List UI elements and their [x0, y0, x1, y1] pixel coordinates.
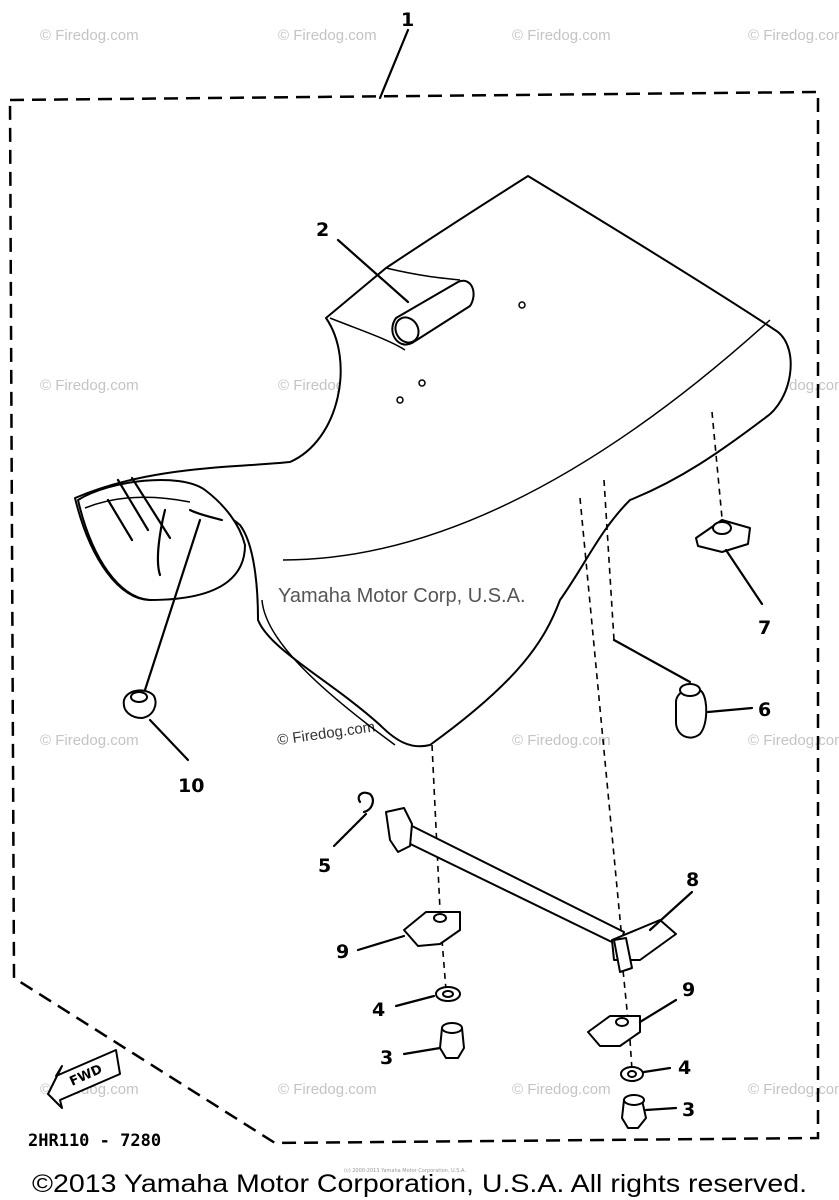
watermark: © Firedog.com	[512, 1081, 611, 1098]
pan-rib	[188, 508, 224, 522]
tiny-notice: (c) 2000-2013 Yamaha Motor Corporation, …	[344, 1168, 466, 1174]
callout-2: 2	[316, 219, 329, 241]
assembly-boundary	[8, 90, 820, 1145]
watermark: © Firedog.com	[748, 732, 839, 749]
seat-contour	[282, 319, 771, 561]
callout-9-right: 9	[682, 979, 695, 1001]
leader-line-6	[706, 706, 754, 714]
callout-3-right: 3	[682, 1099, 695, 1121]
watermark: © Firedog.com	[278, 1081, 377, 1098]
hidden-line-6	[603, 479, 615, 641]
part-9-bracket-right	[587, 1015, 641, 1047]
watermark-dark: © Firedog.com	[276, 718, 376, 749]
callout-9-left: 9	[336, 941, 349, 963]
leader-line-5	[332, 812, 368, 848]
part-9-bracket-left	[403, 911, 461, 947]
callout-4-left: 4	[372, 999, 385, 1021]
callout-6: 6	[758, 699, 771, 721]
watermark: © Firedog.com	[512, 732, 611, 749]
leader-line-3-right	[644, 1106, 678, 1112]
watermark: © Firedog.com	[40, 732, 139, 749]
part-7-nut	[695, 519, 751, 553]
callout-10: 10	[178, 775, 204, 797]
seat-side-edge	[261, 599, 396, 746]
leader-line-9-left	[356, 934, 406, 952]
part-4-washer-right	[620, 1066, 644, 1082]
hidden-line-left-mount	[431, 744, 441, 911]
part-4-washer-left	[435, 986, 461, 1002]
part-5-clip	[357, 791, 374, 814]
callout-7: 7	[758, 617, 771, 639]
seat-contour	[385, 267, 461, 281]
hidden-line-right-stack	[629, 1039, 633, 1071]
part-3-bolt-right	[621, 1094, 647, 1129]
callout-5: 5	[318, 855, 331, 877]
seat-body	[74, 175, 792, 748]
callout-8: 8	[686, 869, 699, 891]
mount-hole	[518, 301, 526, 309]
part-10-damper	[122, 689, 157, 719]
part-3-bolt-left	[439, 1022, 465, 1059]
fwd-arrow-icon: FWD	[47, 1049, 121, 1109]
seat-underside-pan	[77, 479, 246, 601]
part-6-damper	[675, 683, 708, 739]
diagram-part-number: 2HR110 - 7280	[28, 1131, 161, 1151]
leader-line-10	[143, 518, 202, 692]
hidden-line-7	[711, 411, 723, 519]
leader-line-6-trace	[612, 638, 692, 684]
watermark: © Firedog.com	[278, 27, 377, 44]
callout-1: 1	[401, 9, 414, 31]
mount-hole	[418, 379, 426, 387]
leader-line-8	[648, 890, 694, 932]
seat-assembly	[74, 175, 792, 748]
seat-strap	[391, 279, 475, 346]
watermark: © Firedog.com	[512, 27, 611, 44]
center-watermark: Yamaha Motor Corp, U.S.A.	[278, 585, 526, 607]
pan-rib	[116, 478, 150, 532]
watermark: © Firedog.com	[40, 27, 139, 44]
copyright-notice: ©2013 Yamaha Motor Corporation, U.S.A. A…	[32, 1170, 807, 1198]
watermark: © Firedog.com	[748, 27, 839, 44]
watermark: © Firedog.com	[748, 1081, 839, 1098]
leader-line-4-right	[642, 1066, 672, 1074]
leader-line-9-right	[638, 998, 678, 1024]
leader-line-4-left	[394, 994, 436, 1008]
pan-rib	[156, 508, 167, 577]
leader-line-2	[336, 238, 410, 304]
leader-line-7	[724, 548, 764, 606]
leader-line-10b	[148, 718, 190, 762]
leader-line-3-left	[402, 1046, 442, 1056]
part-8-bracket	[385, 807, 677, 973]
mount-hole	[396, 396, 404, 404]
hidden-line-left-stack	[441, 939, 447, 991]
callout-4-right: 4	[678, 1057, 691, 1079]
hidden-line-right-mount	[579, 497, 623, 941]
watermark: © Firedog.com	[40, 377, 139, 394]
pan-edge	[84, 496, 191, 509]
seat-contour	[329, 317, 406, 351]
leader-line-1	[378, 28, 410, 100]
callout-3-left: 3	[380, 1047, 393, 1069]
pan-rib	[130, 476, 172, 540]
pan-rib	[106, 498, 134, 542]
